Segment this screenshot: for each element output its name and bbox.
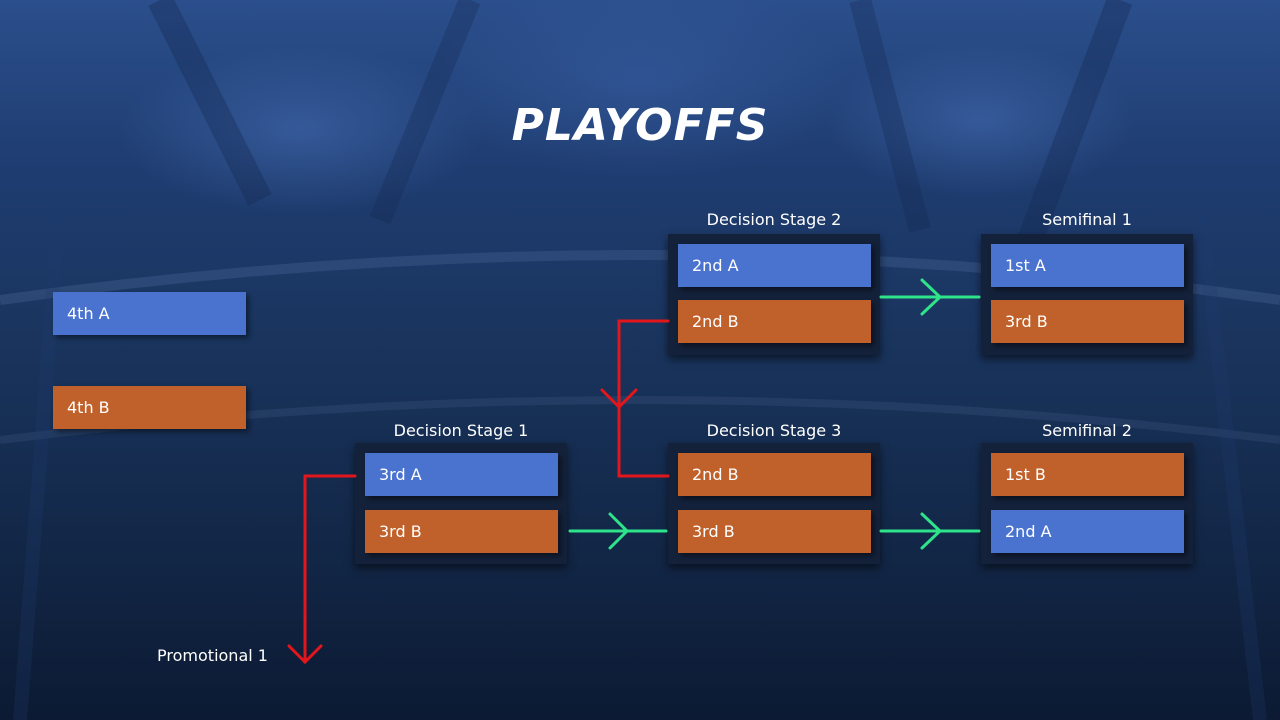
decision-stage-3-team-2: 3rd B — [678, 510, 871, 553]
advance-arrowhead-ds2-to-sf1 — [920, 278, 943, 316]
semifinal-1-team-1: 1st A — [991, 244, 1184, 287]
drop-arrow-ds2-to-ds3 — [617, 319, 670, 478]
page-title: PLAYOFFS — [511, 100, 769, 151]
drop-arrowhead-ds1-to-promotional — [287, 644, 323, 665]
decision-stage-1-team-1: 3rd A — [365, 453, 558, 496]
team-slot-4th-b: 4th B — [53, 386, 246, 429]
semifinal-2-team-2: 2nd A — [991, 510, 1184, 553]
decision-stage-2-team-1: 2nd A — [678, 244, 871, 287]
semifinal-1-label: Semifinal 1 — [1042, 210, 1132, 229]
decision-stage-2-label: Decision Stage 2 — [706, 210, 842, 229]
drop-arrow-ds1-to-promotional — [303, 474, 357, 664]
decision-stage-3-label: Decision Stage 3 — [706, 421, 842, 440]
semifinal-2-team-1: 1st B — [991, 453, 1184, 496]
semifinal-2-label: Semifinal 2 — [1042, 421, 1132, 440]
promotional-1-label: Promotional 1 — [157, 646, 268, 665]
decision-stage-1-label: Decision Stage 1 — [393, 421, 529, 440]
advance-arrowhead-ds1-to-ds3 — [608, 512, 630, 550]
decision-stage-1-team-2: 3rd B — [365, 510, 558, 553]
decision-stage-3-team-1: 2nd B — [678, 453, 871, 496]
decision-stage-2-team-2: 2nd B — [678, 300, 871, 343]
semifinal-1-team-2: 3rd B — [991, 300, 1184, 343]
drop-arrowhead-ds2-to-ds3 — [600, 388, 638, 410]
advance-arrowhead-ds3-to-sf2 — [920, 512, 943, 550]
team-slot-4th-a: 4th A — [53, 292, 246, 335]
